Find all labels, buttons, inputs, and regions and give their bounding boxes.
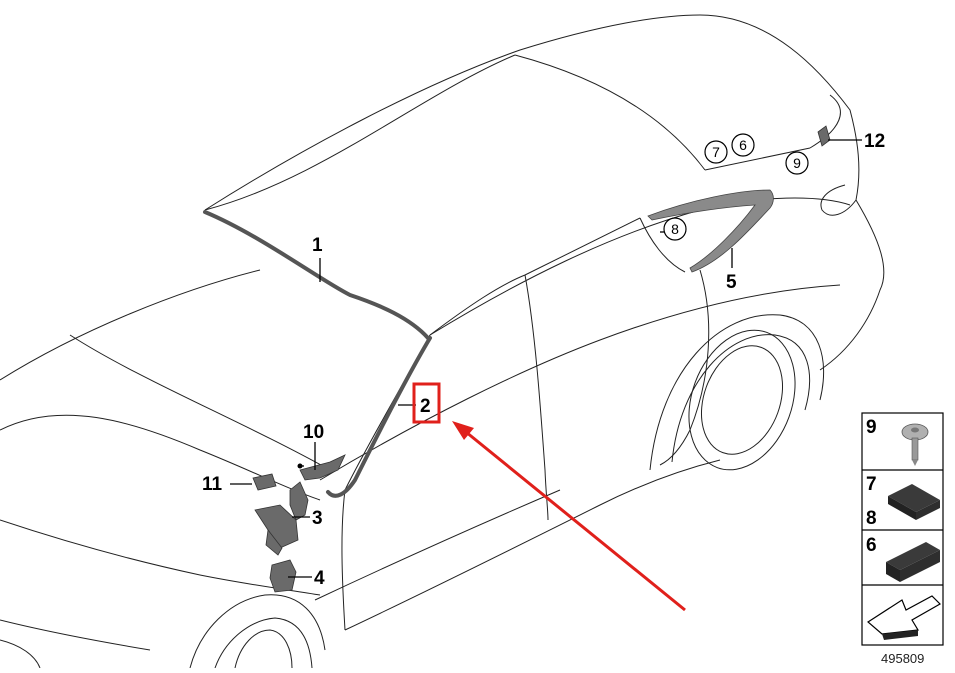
circled-ref-6-label: 6 <box>739 137 747 153</box>
circled-ref-9: 9 <box>785 151 809 175</box>
direction-arrow-icon <box>866 595 941 640</box>
cowl-bracket-part <box>254 481 309 556</box>
legend-num-9: 9 <box>866 417 877 438</box>
sealing-pad-icon <box>888 484 940 520</box>
circled-ref-8: 8 <box>663 217 687 241</box>
callout-1: 1 <box>312 235 323 256</box>
legend-num-6: 6 <box>866 535 877 556</box>
fender-bracket-part <box>269 559 297 593</box>
foam-block-icon <box>886 542 940 582</box>
diagram-id: 495809 <box>881 651 924 666</box>
callout-2: 2 <box>420 396 431 417</box>
screw-icon <box>901 423 929 466</box>
callout-3: 3 <box>312 508 323 529</box>
callout-5: 5 <box>726 272 737 293</box>
circled-ref-7-label: 7 <box>712 144 720 160</box>
highlight-arrow <box>452 421 686 612</box>
rear-quarter-window-trim-part <box>647 189 774 273</box>
legend-num-8: 8 <box>866 508 877 529</box>
callout-4: 4 <box>314 568 325 589</box>
circled-ref-8-label: 8 <box>671 221 679 237</box>
a-pillar-trim-part <box>326 336 432 498</box>
circled-ref-9-label: 9 <box>793 155 801 171</box>
rear-spoiler-bracket-part <box>817 125 831 147</box>
hinge-bracket-part <box>297 454 346 481</box>
seal-part <box>252 473 277 491</box>
callout-11: 11 <box>202 474 223 495</box>
windshield-trim-strip-part <box>203 210 430 340</box>
highlight-box <box>412 382 441 424</box>
circled-ref-6: 6 <box>731 133 755 157</box>
callout-10: 10 <box>303 422 324 443</box>
circled-ref-7: 7 <box>704 140 728 164</box>
legend-num-7: 7 <box>866 474 877 495</box>
legend-panel: 9 7 8 6 <box>861 412 944 646</box>
car-body-outline <box>0 14 885 669</box>
callout-12: 12 <box>864 131 885 152</box>
